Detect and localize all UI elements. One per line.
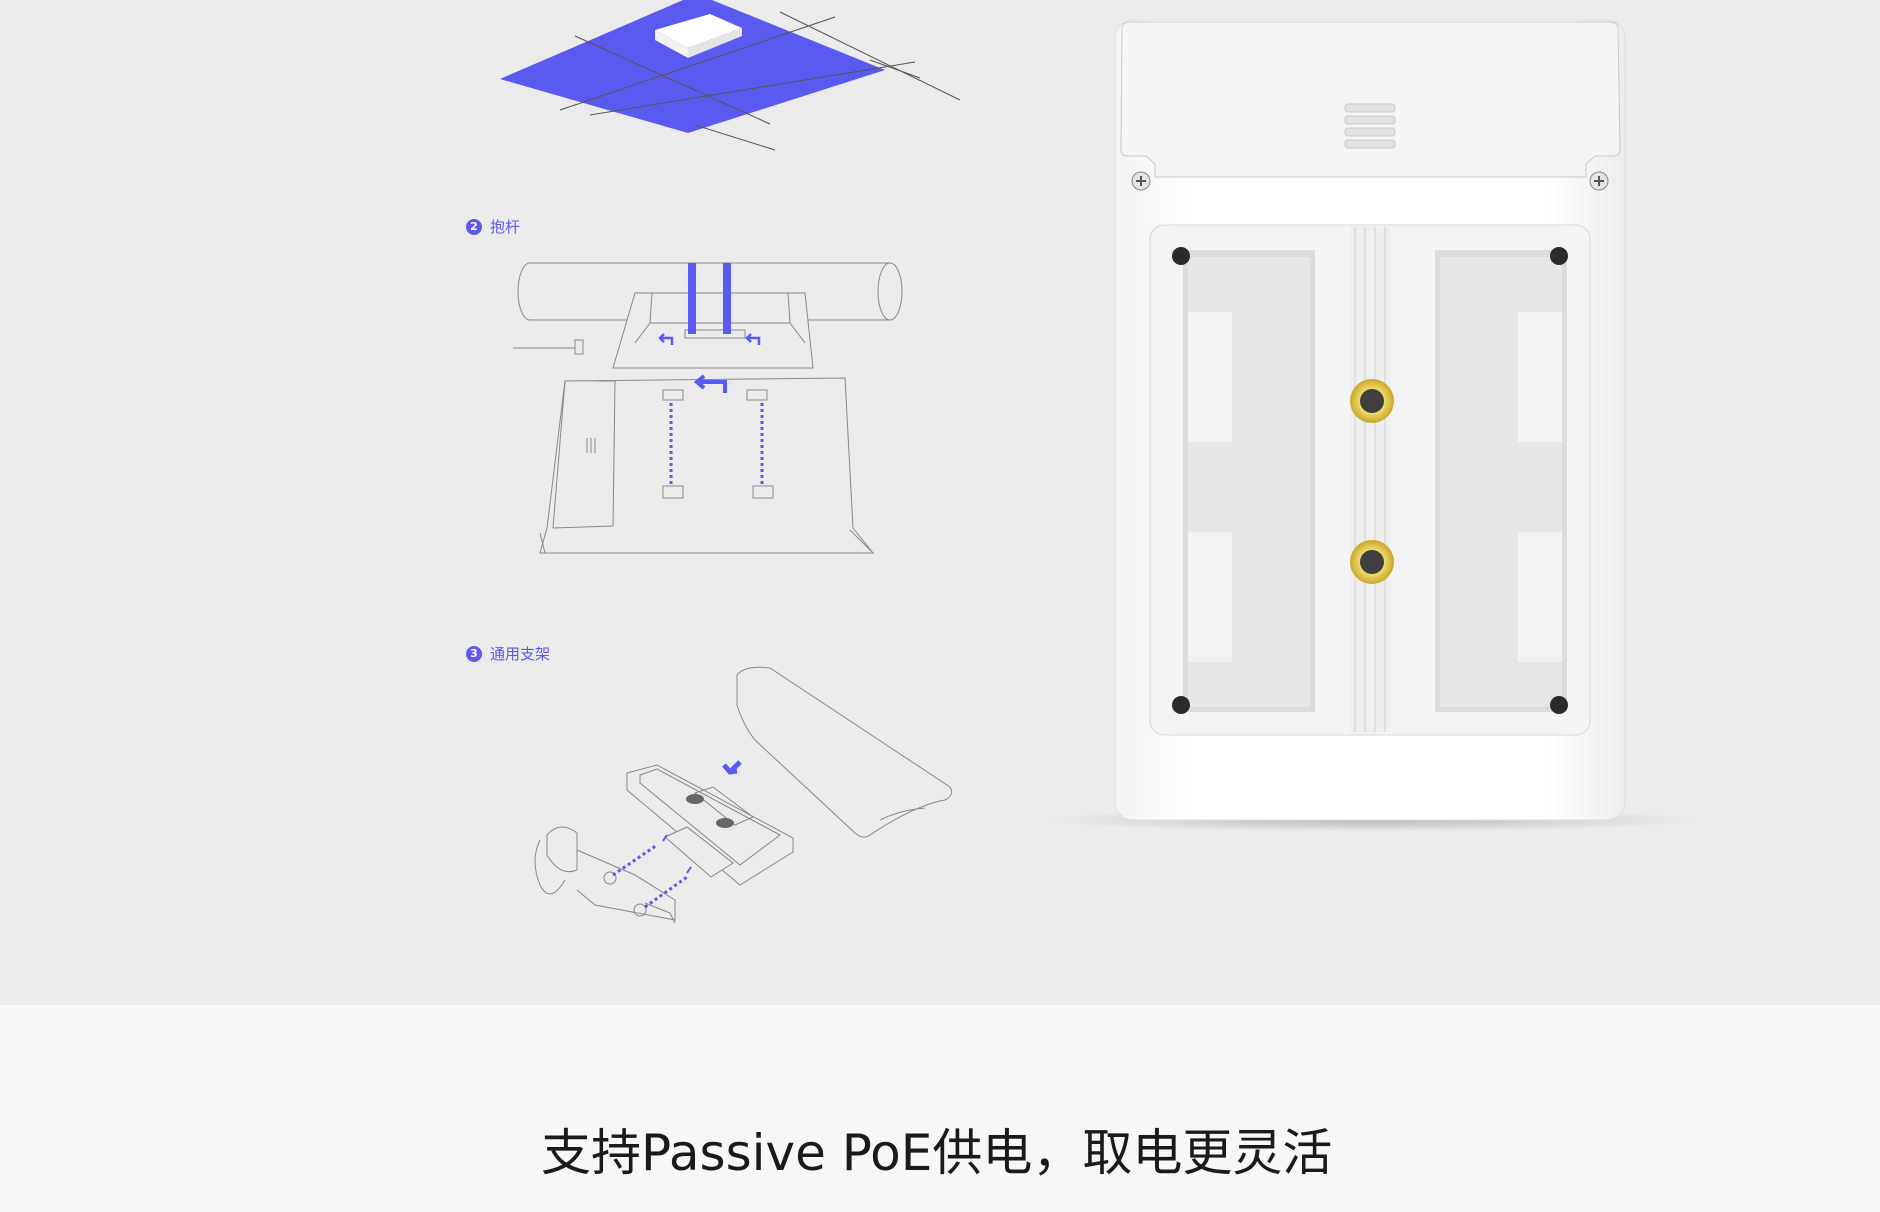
poe-section [0, 1005, 1880, 1212]
poe-heading: 支持Passive PoE供电，取电更灵活 [541, 1124, 1333, 1182]
step-3-title: 通用支架 [490, 645, 551, 663]
step-2-number: 2 [466, 218, 482, 235]
installation-section: 2 抱杆 3 通用支架 [0, 0, 1880, 1005]
ceiling-mount-diagram [500, 0, 961, 151]
access-point-back-view [1040, 19, 1700, 832]
step-2-title: 抱杆 [490, 218, 521, 236]
pole-mount-diagram [513, 262, 903, 554]
bracket-mount-diagram [534, 666, 953, 924]
step-3-label: 3 通用支架 [466, 643, 550, 664]
step-3-number: 3 [466, 645, 482, 662]
step-2-label: 2 抱杆 [466, 216, 520, 237]
